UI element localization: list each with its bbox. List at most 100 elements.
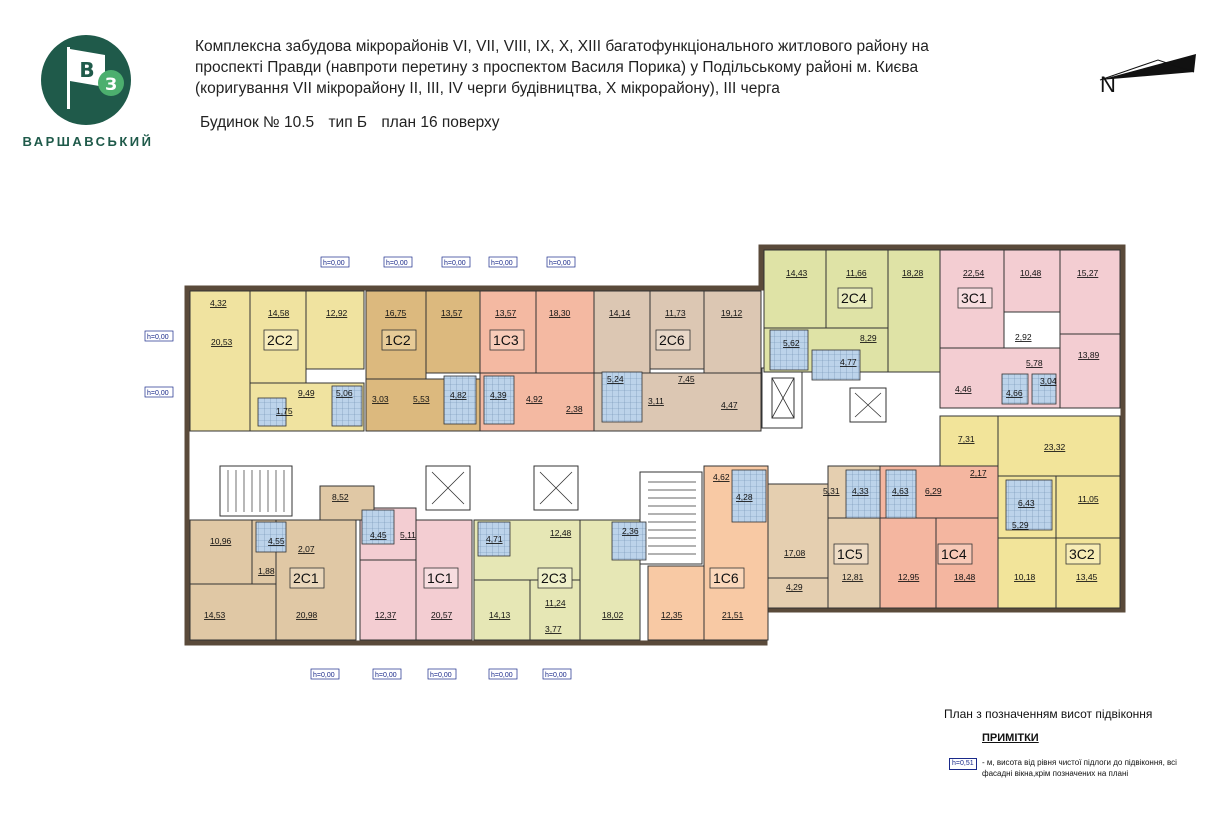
room-area-a1413: 14,13 (489, 610, 511, 620)
window-mark-9: h=0,00 (375, 672, 397, 679)
room-area-a1389: 13,89 (1078, 350, 1100, 360)
room-area-a446: 4,46 (955, 384, 972, 394)
room-area-a188: 1,88 (258, 566, 275, 576)
room-1c6-kitchen (647, 565, 705, 641)
room-area-a175: 1,75 (276, 406, 293, 416)
room-area-a745: 7,45 (678, 374, 695, 384)
room-area-a1237: 12,37 (375, 610, 397, 620)
building-info: Будинок № 10.5 тип Б план 16 поверху (200, 114, 510, 132)
room-area-a207: 2,07 (298, 544, 315, 554)
apt-label-2c6: 2С6 (659, 332, 685, 348)
room-area-a852: 8,52 (332, 492, 349, 502)
window-mark-5: h=0,00 (549, 260, 571, 267)
room-area-a432: 4,32 (210, 298, 227, 308)
room-3c1-bedroom2 (1059, 333, 1121, 409)
room-2c1-kitchen (189, 519, 253, 585)
brand-logo: В З ВАРШАВСЬКИЙ (8, 30, 158, 155)
room-area-a1527: 15,27 (1077, 268, 1099, 278)
room-area-a471: 4,71 (486, 534, 503, 544)
north-arrow-icon (1099, 54, 1196, 81)
room-area-a529: 5,29 (1012, 520, 1029, 530)
window-mark-12: h=0,00 (545, 672, 567, 679)
room-area-a1018: 10,18 (1014, 572, 1036, 582)
room-area-a1173: 11,73 (665, 308, 686, 318)
window-mark-3: h=0,00 (444, 260, 466, 267)
room-area-a1357a: 13,57 (441, 308, 463, 318)
room-area-a217: 2,17 (970, 468, 987, 478)
room-area-a1848: 18,48 (954, 572, 976, 582)
apt-label-2c1: 2С1 (293, 570, 319, 586)
room-area-a1912: 19,12 (721, 308, 743, 318)
room-area-a524: 5,24 (607, 374, 624, 384)
apt-label-1c2: 1С2 (385, 332, 411, 348)
room-area-a447: 4,47 (721, 400, 738, 410)
room-area-a433: 4,33 (852, 486, 869, 496)
room-area-a731: 7,31 (958, 434, 975, 444)
window-mark-4: h=0,00 (491, 260, 513, 267)
room-2c4-bedroom (763, 249, 827, 329)
room-area-a492: 4,92 (526, 394, 543, 404)
room-area-a455: 4,55 (268, 536, 285, 546)
window-mark-10: h=0,00 (430, 672, 452, 679)
room-area-a1124: 11,24 (545, 598, 566, 608)
room-area-a2053: 20,53 (211, 337, 233, 347)
room-area-a553: 5,53 (413, 394, 430, 404)
window-mark-6: h=0,00 (147, 334, 169, 341)
building-type: тип Б (328, 114, 368, 131)
room-3c2-living (997, 415, 1121, 477)
logo-letter-z: З (105, 75, 117, 95)
title-line-2: проспекті Правди (навпроти перетину з пр… (195, 59, 919, 76)
room-1c2-kitchen (425, 290, 481, 374)
room-area-a463: 4,63 (892, 486, 909, 496)
brand-name: ВАРШАВСЬКИЙ (22, 134, 154, 149)
room-area-a477: 4,77 (840, 357, 857, 367)
room-area-a2057: 20,57 (431, 610, 453, 620)
apt-label-2c4: 2С4 (841, 290, 867, 306)
legend-text: - м, висота від рівня чистої підлоги до … (982, 758, 1177, 778)
room-1c5-kitchen (767, 483, 829, 579)
window-mark-1: h=0,00 (323, 260, 345, 267)
logo-letter-v: В (79, 58, 94, 82)
apt-label-2c2: 2С2 (267, 332, 293, 348)
room-area-a2332: 23,32 (1044, 442, 1066, 452)
room-2c1-bedroom (189, 583, 277, 641)
room-area-a1443: 14,43 (786, 268, 808, 278)
room-2c2-living (189, 290, 251, 432)
room-area-a949: 9,49 (298, 388, 315, 398)
room-area-a1458: 14,58 (268, 308, 290, 318)
window-mark-2: h=0,00 (386, 260, 408, 267)
room-area-a531: 5,31 (823, 486, 840, 496)
room-area-a1235: 12,35 (661, 610, 683, 620)
room-1c5-balcony (767, 577, 829, 609)
room-area-a578: 5,78 (1026, 358, 1043, 368)
room-area-a462: 4,62 (713, 472, 730, 482)
room-area-a236: 2,36 (622, 526, 639, 536)
legend-title: План з позначенням висот підвіконня (944, 707, 1153, 721)
room-area-a428: 4,28 (736, 492, 753, 502)
room-area-a1248: 12,48 (550, 528, 572, 538)
project-title: Комплексна забудова мікрорайонів VI, VII… (195, 36, 1075, 99)
apt-label-1c1: 1С1 (427, 570, 453, 586)
room-area-a1345: 13,45 (1076, 572, 1098, 582)
room-area-a2098: 20,98 (296, 610, 318, 620)
legend-heading: ПРИМІТКИ (982, 732, 1039, 744)
room-area-a303: 3,03 (372, 394, 389, 404)
room-area-a304: 3,04 (1040, 376, 1057, 386)
room-area-a2254: 22,54 (963, 268, 985, 278)
room-area-a1414: 14,14 (609, 308, 631, 318)
room-area-a1166: 11,66 (846, 268, 867, 278)
apt-label-3c2: 3С2 (1069, 546, 1095, 562)
room-area-a1830: 18,30 (549, 308, 571, 318)
room-area-a629: 6,29 (925, 486, 942, 496)
room-area-a1096: 10,96 (210, 536, 232, 546)
room-area-a1295: 12,95 (898, 572, 920, 582)
room-3c1-bedroom1 (1059, 249, 1121, 335)
room-3c2-hall (939, 415, 999, 467)
room-area-a1048: 10,48 (1020, 268, 1042, 278)
room-area-a377: 3,77 (545, 624, 562, 634)
room-area-a643: 6,43 (1018, 498, 1035, 508)
floor-plan: план 16 поверху (381, 114, 500, 131)
room-1c4-kitchen (879, 517, 937, 609)
apt-label-1c5: 1С5 (837, 546, 863, 562)
